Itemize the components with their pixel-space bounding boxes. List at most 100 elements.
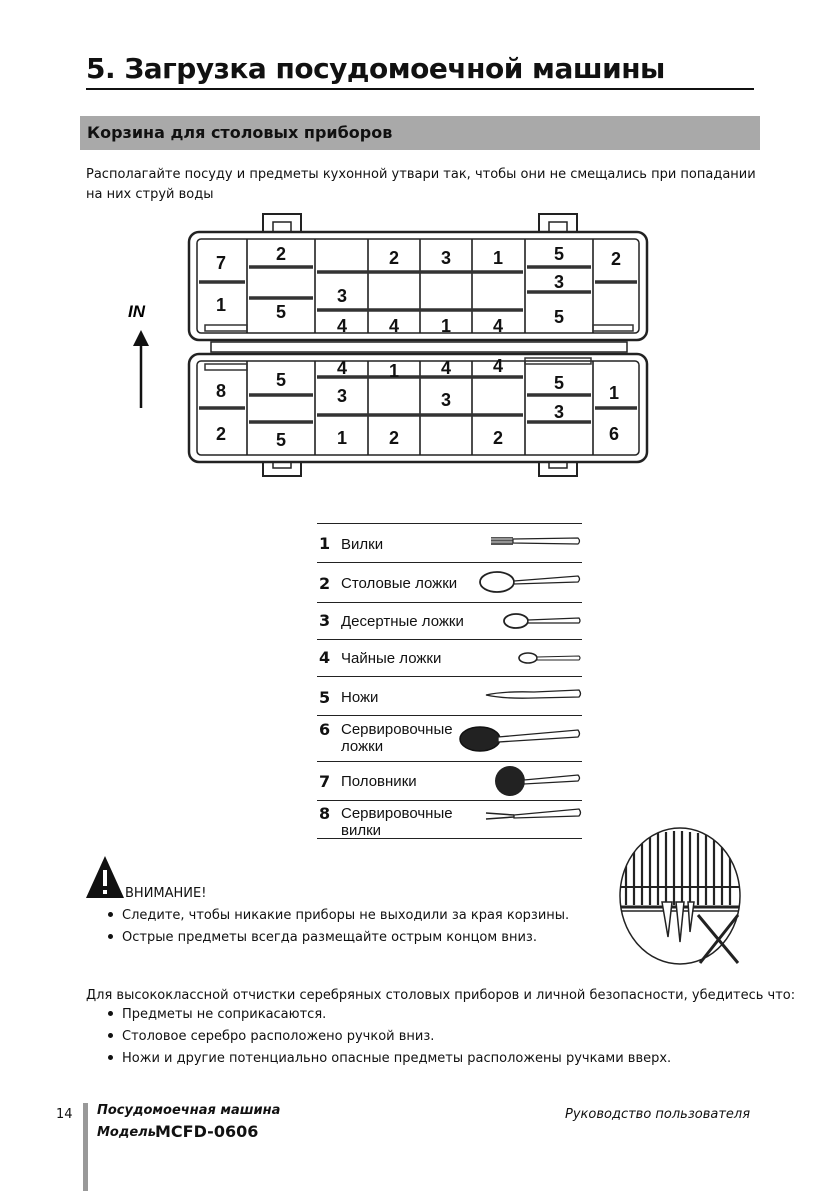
cell-number: 5	[554, 373, 564, 393]
legend-label: Сервировочные вилки	[341, 805, 453, 839]
bullet-icon	[108, 912, 113, 917]
footer-manual-title: Руководство пользователя	[565, 1107, 751, 1122]
cell-number: 5	[276, 370, 286, 390]
basket-top-inner	[196, 238, 640, 334]
dessert-spoon-icon	[503, 613, 581, 629]
teaspoon-icon	[518, 652, 581, 664]
legend-label: Столовые ложки	[341, 575, 458, 592]
bullet-icon	[108, 1033, 113, 1038]
serving-spoon-icon	[459, 726, 581, 752]
cell-number: 1	[441, 316, 451, 336]
cell-number: 1	[389, 361, 399, 381]
list-item: Ножи и другие потенциально опасные предм…	[108, 1048, 671, 1070]
list-item: Острые предметы всегда размещайте острым…	[108, 927, 569, 949]
legend-label: Сервировочные ложки	[341, 721, 453, 755]
cell-number: 5	[554, 244, 564, 264]
legend-row: 5 Ножи	[317, 676, 582, 715]
legend-number: 2	[319, 574, 331, 593]
legend-number: 3	[319, 611, 331, 630]
cell-number: 4	[441, 358, 451, 378]
legend-number: 1	[319, 534, 331, 553]
legend-label: Десертные ложки	[341, 613, 464, 630]
warning-list: Следите, чтобы никакие приборы не выходи…	[108, 905, 569, 949]
bullet-icon	[108, 1055, 113, 1060]
cell-number: 3	[554, 272, 564, 292]
legend-row: 8 Сервировочные вилки	[317, 800, 582, 839]
legend-label: Половники	[341, 773, 417, 790]
silverware-list: Предметы не соприкасаются. Столовое сере…	[108, 1004, 671, 1070]
cell-number: 4	[389, 316, 399, 336]
warning-title: ВНИМАНИЕ!	[125, 886, 207, 901]
cell-number: 1	[609, 383, 619, 403]
in-arrow-head	[133, 330, 149, 346]
cell-number: 1	[216, 295, 226, 315]
ladle-icon	[495, 766, 581, 796]
legend-label: Вилки	[341, 536, 384, 553]
legend-row: 6 Сервировочные ложки	[317, 715, 582, 761]
list-item: Следите, чтобы никакие приборы не выходи…	[108, 905, 569, 927]
basket-bottom-section	[187, 352, 649, 464]
list-item: Предметы не соприкасаются.	[108, 1004, 671, 1026]
legend-number: 8	[319, 804, 331, 823]
legend-label: Чайные ложки	[341, 650, 442, 667]
legend-number: 6	[319, 720, 331, 739]
section-header: Корзина для столовых приборов	[80, 116, 760, 150]
cell-number: 3	[441, 390, 451, 410]
legend-row: 1 Вилки	[317, 523, 582, 562]
cell-number: 8	[216, 381, 226, 401]
cell-number: 2	[389, 248, 399, 268]
basket-top-section	[187, 230, 649, 342]
serving-fork-icon	[485, 808, 582, 820]
cell-number: 1	[493, 248, 503, 268]
cell-number: 3	[441, 248, 451, 268]
legend-number: 5	[319, 688, 331, 707]
section-title: Корзина для столовых приборов	[87, 123, 393, 142]
cell-number: 1	[337, 428, 347, 448]
legend-number: 7	[319, 772, 331, 791]
basket-bottom-inner	[196, 360, 640, 456]
cell-number: 2	[389, 428, 399, 448]
cell-number: 6	[609, 424, 619, 444]
intro-text: Располагайте посуду и предметы кухонной …	[86, 167, 756, 202]
footer-divider	[83, 1103, 88, 1191]
cell-number: 2	[276, 244, 286, 264]
legend-row: 2 Столовые ложки	[317, 562, 582, 602]
basket-divider	[210, 341, 628, 353]
cell-number: 3	[337, 286, 347, 306]
legend-row: 4 Чайные ложки	[317, 639, 582, 676]
cell-number: 7	[216, 253, 226, 273]
cutlery-legend: 1 Вилки 2 Столовые ложки 3 Десертные лож…	[317, 523, 582, 839]
cell-number: 4	[337, 316, 347, 336]
page-number: 14	[56, 1107, 73, 1122]
legend-row: 3 Десертные ложки	[317, 602, 582, 639]
in-label: IN	[128, 302, 146, 321]
cell-number: 5	[276, 302, 286, 322]
footer-product: Посудомоечная машина	[97, 1103, 281, 1118]
footer-model-label: Модель	[97, 1125, 156, 1140]
silverware-heading: Для высококлассной отчистки серебряных с…	[86, 988, 796, 1003]
cutlery-basket-diagram: IN	[128, 213, 649, 477]
page-title: 5. Загрузка посудомоечной машины	[86, 50, 754, 90]
cell-number: 4	[493, 316, 503, 336]
fork-icon	[491, 537, 581, 545]
bullet-icon	[108, 1011, 113, 1016]
cell-number: 3	[337, 386, 347, 406]
legend-bottom-rule	[317, 838, 582, 839]
legend-number: 4	[319, 648, 331, 667]
cell-number: 5	[276, 430, 286, 450]
cell-number: 5	[554, 307, 564, 327]
cell-number: 4	[337, 358, 347, 378]
list-item: Столовое серебро расположено ручкой вниз…	[108, 1026, 671, 1048]
footer-model: MCFD-0606	[155, 1122, 259, 1141]
legend-row: 7 Половники	[317, 761, 582, 800]
cell-number: 2	[611, 249, 621, 269]
bullet-icon	[108, 934, 113, 939]
cell-number: 2	[493, 428, 503, 448]
knives-point-down-illustration	[619, 827, 741, 965]
tablespoon-icon	[479, 571, 581, 593]
cell-number: 2	[216, 424, 226, 444]
legend-label: Ножи	[341, 689, 379, 706]
knife-icon	[485, 689, 582, 699]
warning-icon	[86, 856, 124, 898]
cell-number: 4	[493, 356, 503, 376]
